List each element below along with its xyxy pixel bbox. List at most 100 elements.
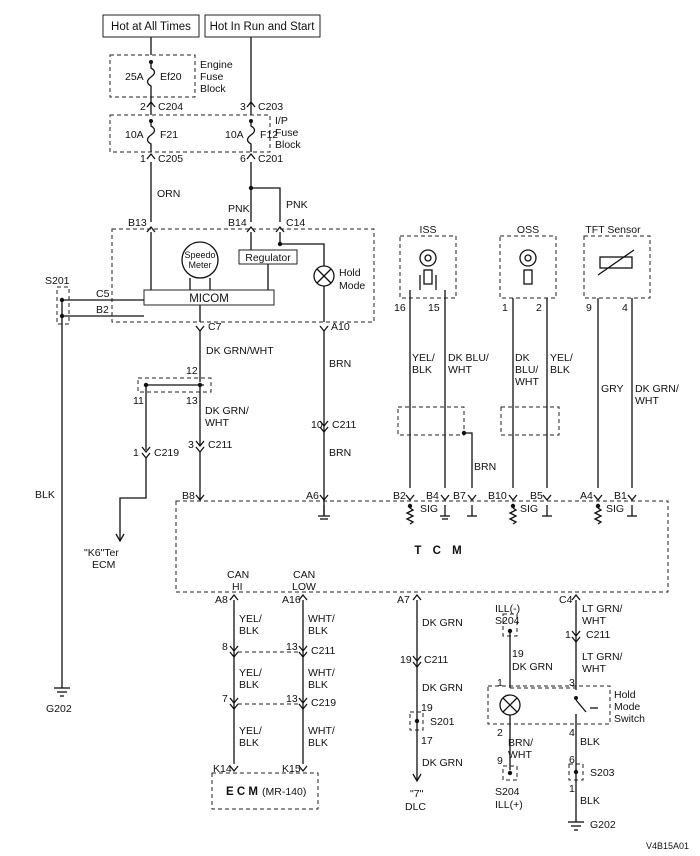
ground-symbol	[54, 687, 70, 697]
wire-dk-grn: DK GRN	[422, 757, 463, 769]
engine-fuse-block-label: Engine	[200, 59, 233, 71]
ip-fuse1-name: F21	[160, 129, 178, 141]
engine-fuse-name: Ef20	[160, 71, 182, 83]
switch-pin: 4	[569, 727, 575, 739]
wire-brn-wht: BRN/	[508, 737, 533, 749]
c201-pin: 6	[240, 153, 246, 165]
s201-pin: 17	[421, 735, 433, 747]
power-source-hot-run-start: Hot In Run and Start	[204, 14, 321, 38]
wire-blk: BLK	[35, 489, 55, 501]
engine-fuse-block-label: Block	[200, 83, 226, 95]
sig-label: SIG	[606, 503, 624, 515]
s203-pin: 1	[569, 783, 575, 795]
hold-mode-switch-label: Hold	[614, 689, 636, 701]
c211-pin: 3	[188, 439, 194, 451]
tcm-pin-b7: B7	[453, 490, 466, 502]
wire-brn: BRN	[474, 461, 496, 473]
c211-pin: 8	[222, 641, 228, 653]
c211-label: C211	[311, 645, 335, 657]
s203-pin: 6	[569, 754, 575, 766]
c211-pin: 13	[286, 641, 298, 653]
wire-dk-blu-wht: DK BLU/	[448, 352, 489, 364]
k6-terminal-label: "K6"Ter	[84, 547, 119, 559]
power-source-hot-all-times: Hot at All Times	[102, 14, 200, 38]
ecm-pin-k15: K15	[282, 763, 301, 775]
wire-dk-grn-wht: DK GRN/	[205, 405, 249, 417]
ecm-module: E C M (MR-140)	[211, 772, 319, 810]
wire-lt-grn-wht: WHT	[582, 615, 606, 627]
ip-fuse2-rating: 10A	[225, 129, 244, 141]
splice-pin: 12	[186, 365, 198, 377]
g202-label: G202	[590, 819, 616, 831]
b13-label: B13	[128, 217, 147, 229]
ip-fuse-block-label: Block	[275, 139, 301, 151]
wire-orn: ORN	[157, 188, 180, 200]
wire-yel-blk: BLK	[239, 625, 259, 637]
c204-label: C204	[158, 101, 183, 113]
wire-yel-blk: YEL/	[239, 667, 262, 679]
c211-pin: 10	[311, 419, 323, 431]
wire-wht-blk: WHT/	[308, 613, 335, 625]
c5-label: C5	[96, 288, 110, 300]
iss-label: ISS	[420, 224, 437, 236]
c211-label: C211	[332, 419, 356, 431]
oss-pin: 1	[502, 302, 508, 314]
ill-minus-label: ILL(-)	[495, 603, 520, 615]
instrument-cluster: Speedo Meter MICOM Regulator Hold Mode	[111, 228, 375, 323]
hold-mode-switch-label: Switch	[614, 713, 645, 725]
tcm-pin-a6: A6	[306, 490, 319, 502]
iss-pin: 16	[394, 302, 406, 314]
wire-yel-blk: BLK	[239, 737, 259, 749]
ip-fuse2-name: F12	[260, 129, 278, 141]
c219-label: C219	[311, 697, 336, 709]
ip-fuse-block-label: I/P	[275, 115, 288, 127]
engine-fuse-block: 25A Ef20 Engine Fuse Block	[109, 54, 233, 98]
wire-dk-grn-wht: DK GRN/	[635, 383, 679, 395]
tcm-pin-b8: B8	[182, 490, 195, 502]
sig-label: SIG	[520, 503, 538, 515]
ecm-label: E C M	[226, 786, 258, 798]
wire-yel-blk: YEL/	[239, 725, 262, 737]
power-label-hot-run-start: Hot In Run and Start	[210, 21, 316, 33]
c211-pin: 19	[400, 654, 412, 666]
wire-dk-blu-wht: BLU/	[515, 364, 538, 376]
c204-pin: 2	[140, 101, 146, 113]
ill-plus-label: ILL(+)	[495, 799, 523, 811]
tcm-pin-b1: B1	[614, 490, 627, 502]
wire-brn: BRN	[329, 358, 351, 370]
c205-pin: 1	[140, 153, 146, 165]
wire-yel-blk: YEL/	[239, 613, 262, 625]
dlc-pin-label: "7"	[410, 788, 424, 800]
splice-pin: 13	[186, 395, 198, 407]
switch-pin: 3	[569, 677, 575, 689]
ecm-pin-k14: K14	[213, 763, 232, 775]
tcm-label: T C M	[414, 545, 465, 557]
c14-label: C14	[286, 217, 305, 229]
wire-dk-grn: DK GRN	[422, 617, 463, 629]
engine-fuse-block-label: Fuse	[200, 71, 224, 83]
c219-pin: 1	[133, 447, 139, 459]
tcm-pin-b5: B5	[530, 490, 543, 502]
wire-wht-blk: BLK	[308, 679, 328, 691]
diagram-code: V4B15A01	[646, 841, 689, 851]
wire-gry: GRY	[601, 383, 624, 395]
oss-pin: 2	[536, 302, 542, 314]
s204-pin: 9	[497, 755, 503, 767]
wire-wht-blk: WHT/	[308, 667, 335, 679]
oss-label: OSS	[517, 224, 539, 236]
ecm-ref-label: ECM	[92, 559, 115, 571]
wire-yel-blk: BLK	[239, 679, 259, 691]
c219-pin: 7	[222, 693, 228, 705]
b14-label: B14	[228, 217, 247, 229]
tcm-pin-b10: B10	[488, 490, 507, 502]
wire-wht-blk: BLK	[308, 737, 328, 749]
a10-label: A10	[331, 321, 350, 333]
can-low-label: CAN	[293, 569, 315, 581]
wire-brn-wht: WHT	[508, 749, 532, 761]
s201-label: S201	[430, 716, 455, 728]
wire-wht-blk: WHT/	[308, 725, 335, 737]
splice-pin: 11	[133, 395, 144, 407]
speedo-label: Speedo	[184, 250, 215, 260]
